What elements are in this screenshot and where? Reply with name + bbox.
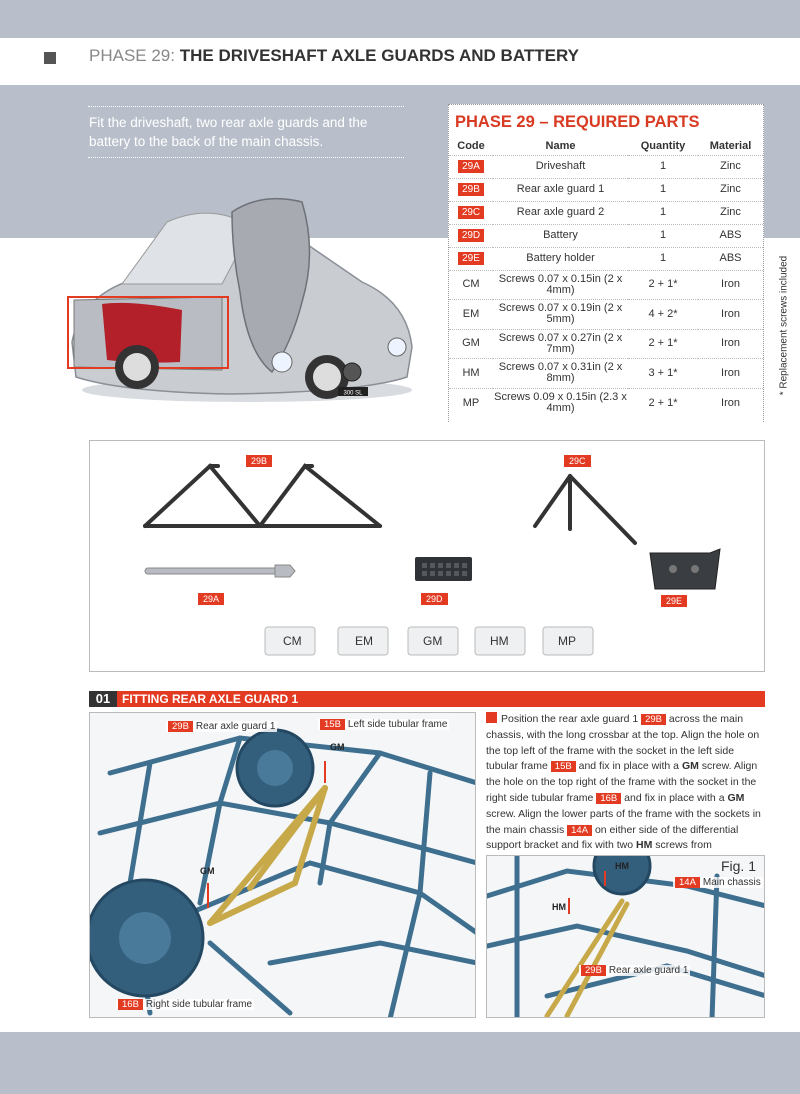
bullet-square-icon: [486, 712, 497, 723]
chassis-drawing: [90, 728, 475, 1017]
tag-29c: 29C: [564, 455, 591, 467]
car-illustration: 300 SL: [67, 197, 413, 402]
tag-29d: 29D: [421, 593, 448, 605]
parts-photo: 29B 29C 29A 29D 29E CM EM GM HM MP: [89, 440, 765, 672]
page-header: PHASE 29: THE DRIVESHAFT AXLE GUARDS AND…: [0, 38, 800, 85]
bag-cm: CM: [283, 634, 302, 648]
col-material: Material: [709, 139, 752, 152]
tag-29b: 29B: [246, 455, 273, 467]
required-parts-panel: PHASE 29 – REQUIRED PARTS Code Name Quan…: [448, 104, 764, 422]
parts-drawing: [143, 463, 721, 656]
tag-29e: 29E: [661, 595, 688, 607]
top-band: [0, 0, 800, 38]
bag-hm: HM: [490, 634, 509, 648]
car-plate: 300 SL: [343, 391, 363, 397]
phase-prefix: PHASE 29:: [89, 46, 175, 65]
step-header: 01 FITTING REAR AXLE GUARD 1: [89, 691, 765, 707]
col-code: Code: [457, 139, 485, 152]
bottom-band: [0, 1032, 800, 1094]
step-instructions: Position the rear axle guard 1 29B acros…: [486, 712, 761, 867]
bag-mp: MP: [558, 634, 576, 648]
screw-mark-gm-top: GM: [330, 742, 345, 752]
intro-text: Fit the driveshaft, two rear axle guards…: [88, 106, 404, 158]
phase-title: THE DRIVESHAFT AXLE GUARDS AND BATTERY: [179, 46, 579, 65]
screw-mark-gm-left: GM: [200, 866, 215, 876]
bag-gm: GM: [423, 634, 443, 648]
col-name: Name: [545, 139, 576, 152]
figure-1-title: Fig. 1: [720, 858, 756, 874]
bag-em: EM: [355, 634, 373, 648]
page-title: PHASE 29: THE DRIVESHAFT AXLE GUARDS AND…: [89, 46, 579, 66]
parts-title: PHASE 29 – REQUIRED PARTS: [455, 113, 700, 131]
tag-29a: 29A: [198, 593, 225, 605]
screw-mark-hm-2: HM: [552, 902, 566, 912]
screw-mark-hm-1: HM: [615, 861, 629, 871]
step-title: FITTING REAR AXLE GUARD 1: [122, 692, 299, 706]
step-number: 01: [89, 691, 117, 707]
replacement-note: * Replacement screws included: [778, 255, 790, 396]
header-square-icon: [44, 52, 56, 64]
col-quantity: Quantity: [640, 139, 686, 152]
